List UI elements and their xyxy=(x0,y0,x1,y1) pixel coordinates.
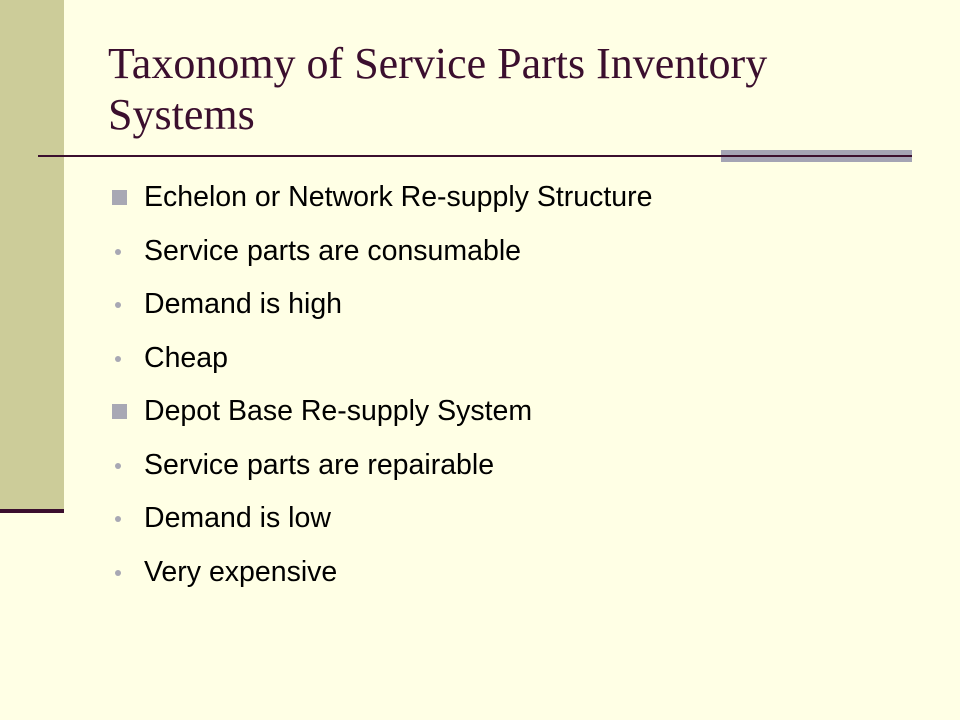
dot-bullet-icon xyxy=(115,516,121,522)
bullet-list: Echelon or Network Re-supply Structure S… xyxy=(108,171,652,599)
dot-bullet-icon xyxy=(115,355,121,362)
bullet-item-very-expensive: Very expensive xyxy=(108,546,652,600)
title-divider-line xyxy=(38,155,722,157)
left-band-underline xyxy=(0,509,64,513)
dot-bullet-icon xyxy=(115,462,121,469)
dot-bullet-icon xyxy=(115,248,121,255)
slide-title: Taxonomy of Service Parts Inventory Syst… xyxy=(108,39,768,139)
square-bullet-icon xyxy=(112,190,127,205)
bullet-item-cheap: Cheap xyxy=(108,332,652,386)
bullet-text: Demand is high xyxy=(144,288,343,320)
square-bullet-icon xyxy=(112,404,127,419)
bullet-item-consumable: Service parts are consumable xyxy=(108,225,652,279)
bullet-item-echelon-structure: Echelon or Network Re-supply Structure xyxy=(108,171,652,225)
bullet-item-demand-high: Demand is high xyxy=(108,278,652,332)
bullet-item-depot-base: Depot Base Re-supply System xyxy=(108,385,652,439)
dot-bullet-icon xyxy=(115,302,121,308)
bullet-text: Depot Base Re-supply System xyxy=(144,395,533,427)
dot-bullet-icon xyxy=(115,569,121,576)
title-divider-accent-line xyxy=(721,155,912,157)
bullet-text: Cheap xyxy=(144,341,228,374)
left-decorative-band xyxy=(0,0,64,512)
bullet-text: Echelon or Network Re-supply Structure xyxy=(144,181,653,213)
bullet-text: Service parts are repairable xyxy=(144,448,495,481)
bullet-text: Service parts are consumable xyxy=(144,234,522,267)
bullet-text: Demand is low xyxy=(144,502,331,534)
bullet-item-demand-low: Demand is low xyxy=(108,492,652,546)
bullet-item-repairable: Service parts are repairable xyxy=(108,439,652,493)
bullet-text: Very expensive xyxy=(144,555,338,588)
